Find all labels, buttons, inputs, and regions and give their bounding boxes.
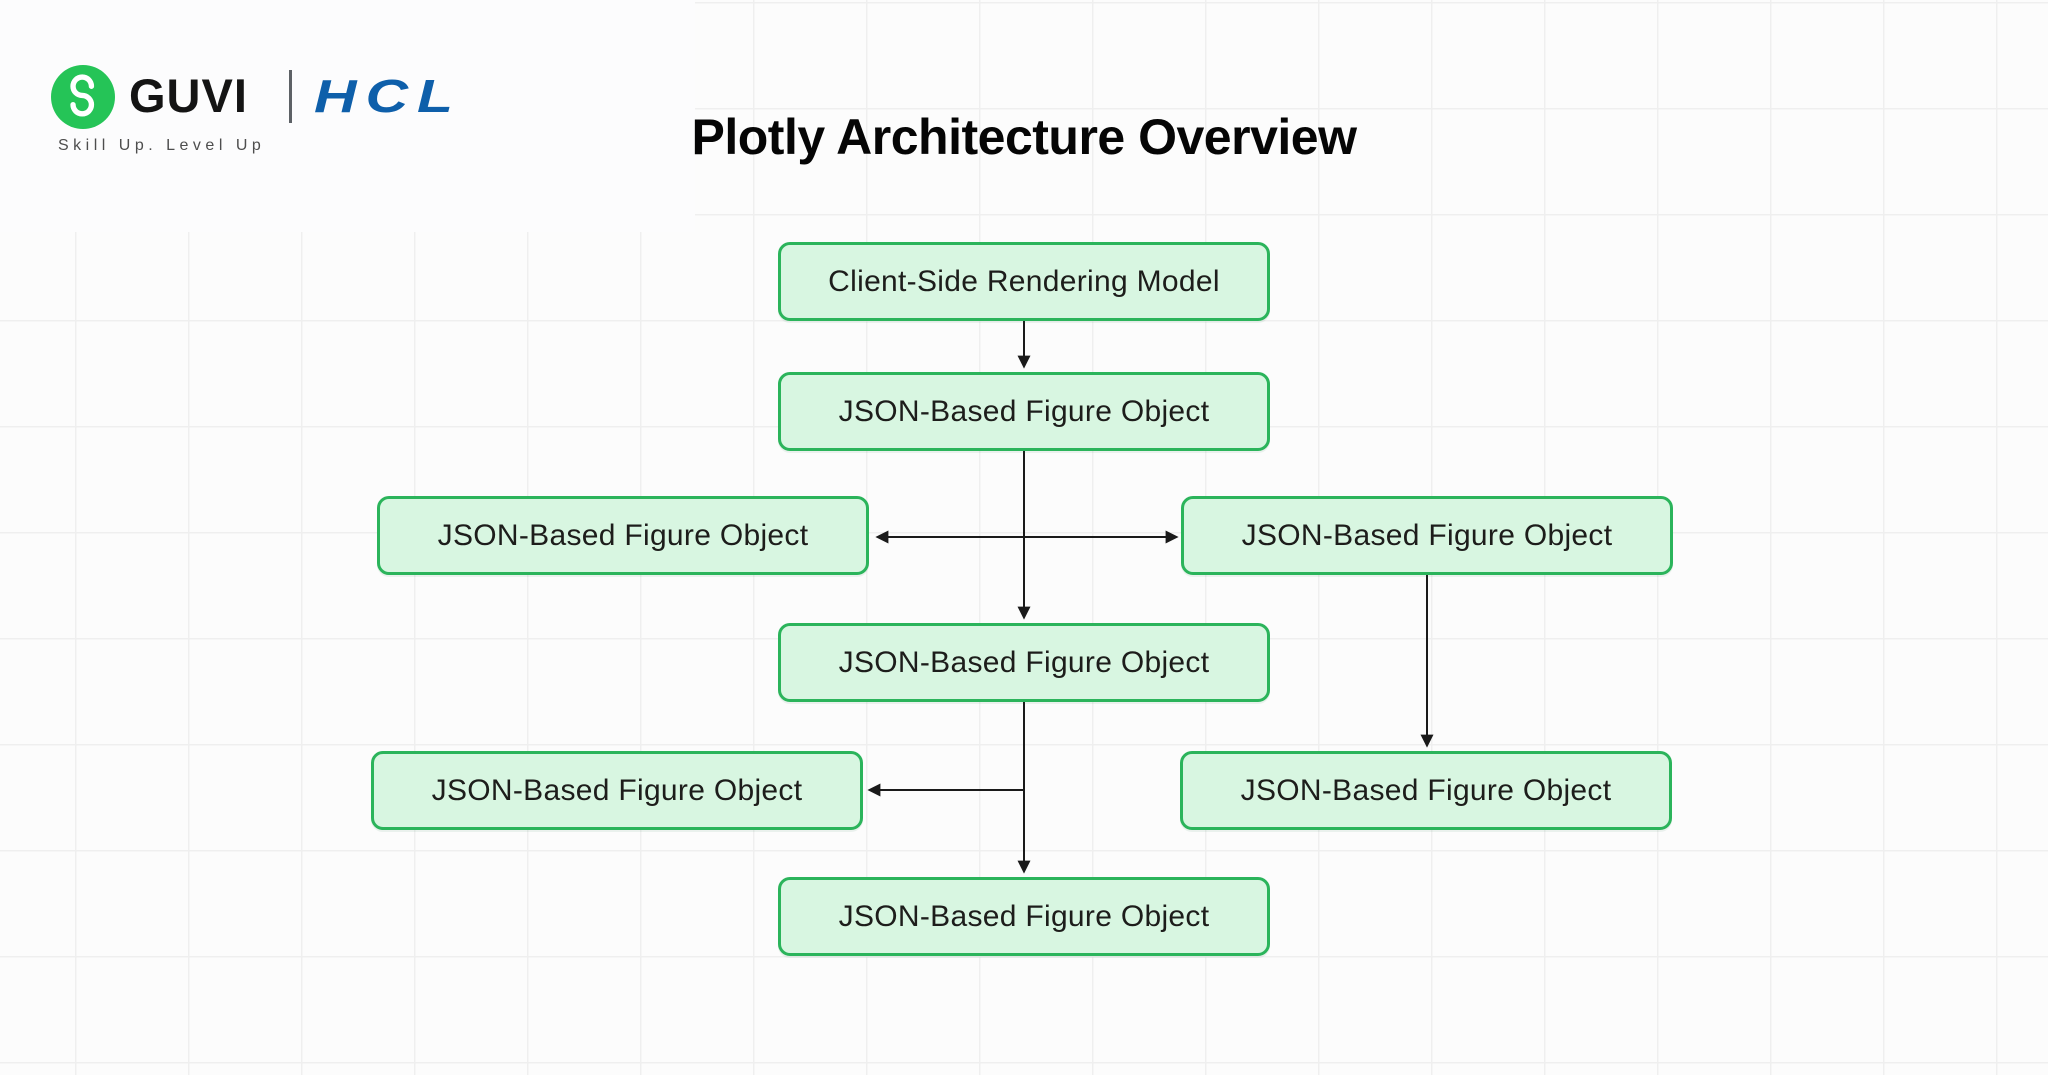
- node-label: JSON-Based Figure Object: [838, 394, 1210, 428]
- hcl-wordmark: HCL: [314, 70, 462, 122]
- node-label: Client-Side Rendering Model: [828, 264, 1220, 298]
- node-figure-object-bottom: JSON-Based Figure Object: [778, 877, 1270, 956]
- page-title: Plotly Architecture Overview: [691, 109, 1357, 165]
- node-label: JSON-Based Figure Object: [838, 645, 1210, 679]
- node-label: JSON-Based Figure Object: [1241, 518, 1613, 552]
- guvi-logo-icon: [51, 65, 115, 129]
- node-figure-object-right-2: JSON-Based Figure Object: [1180, 751, 1672, 830]
- node-label: JSON-Based Figure Object: [437, 518, 809, 552]
- node-label: JSON-Based Figure Object: [1240, 773, 1612, 807]
- node-client-side-rendering-model: Client-Side Rendering Model: [778, 242, 1270, 321]
- node-label: JSON-Based Figure Object: [838, 899, 1210, 933]
- brand-divider: [289, 70, 292, 123]
- guvi-g-glyph-icon: [70, 74, 95, 117]
- node-figure-object-left-1: JSON-Based Figure Object: [377, 496, 869, 575]
- logo-backdrop: [0, 0, 695, 232]
- node-figure-object-center: JSON-Based Figure Object: [778, 623, 1270, 702]
- node-figure-object-right-1: JSON-Based Figure Object: [1181, 496, 1673, 575]
- node-figure-object-left-2: JSON-Based Figure Object: [371, 751, 863, 830]
- guvi-wordmark: GUVI: [129, 69, 248, 122]
- node-figure-object-root: JSON-Based Figure Object: [778, 372, 1270, 451]
- node-label: JSON-Based Figure Object: [431, 773, 803, 807]
- brand-tagline: Skill Up. Level Up: [58, 137, 266, 154]
